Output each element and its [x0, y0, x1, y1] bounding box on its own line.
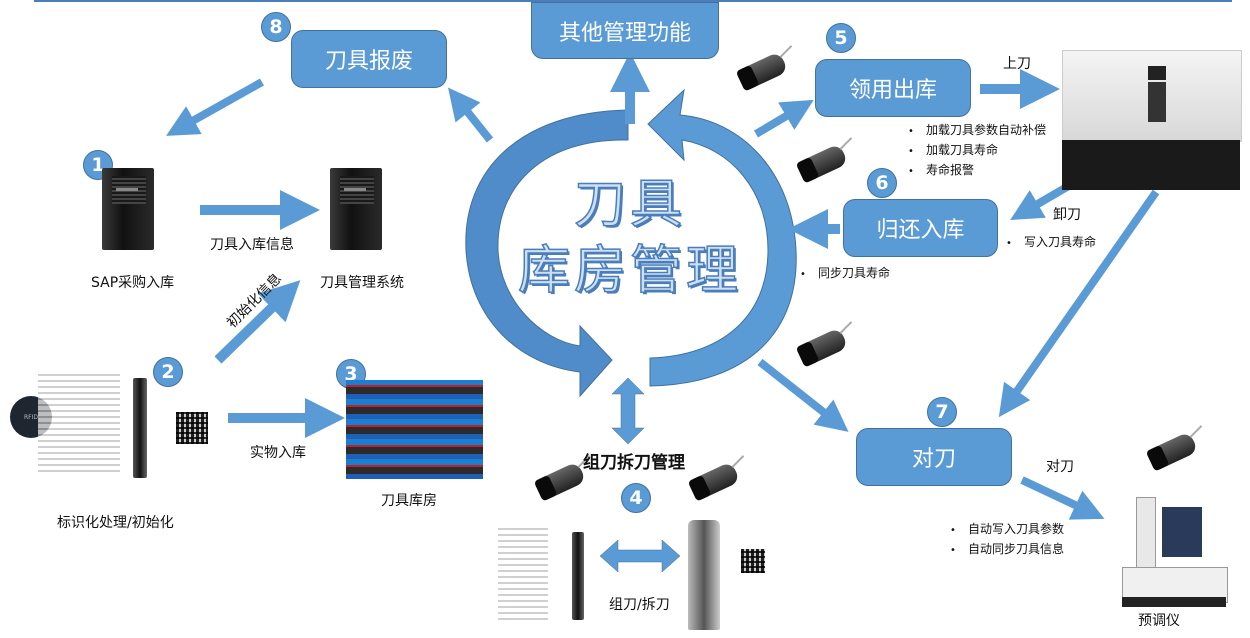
- bullet-item: 同步刀具寿命: [800, 264, 890, 284]
- arrow-center-to-issue: [753, 99, 814, 138]
- cycle-arrow-right: [647, 88, 797, 387]
- arrow-center-to-scrap: [448, 87, 494, 143]
- box-return-label: 归还入库: [876, 218, 965, 243]
- cutting-tool-icon: [572, 532, 584, 620]
- box-presetting-label: 对刀: [911, 447, 956, 472]
- step-badge-4: 4: [621, 483, 651, 513]
- double-arrow-horizontal: [599, 539, 681, 573]
- label-entry-info: 刀具入库信息: [210, 237, 294, 253]
- bullet-item: 加载刀具寿命: [908, 141, 1046, 161]
- step-badge-5: 5: [826, 23, 856, 53]
- tool-presetter-icon: [1122, 497, 1228, 607]
- bullet-item: 自动写入刀具参数: [950, 520, 1064, 540]
- label-sap: SAP采购入库: [91, 275, 175, 291]
- label-assemble: 组刀/拆刀: [609, 597, 670, 613]
- arrow-init-to-tms: [214, 280, 301, 364]
- bullet-item: 写入刀具寿命: [1006, 233, 1096, 253]
- cutting-tool-icon: [133, 378, 147, 478]
- qr-code-icon: [176, 412, 208, 444]
- arrow-scrap-to-sap: [166, 78, 264, 136]
- server-icon: [102, 168, 154, 250]
- box-other-label: 其他管理功能: [558, 20, 691, 46]
- double-arrow-vertical: [611, 377, 645, 445]
- box-issue-label: 领用出库: [848, 78, 937, 103]
- qr-code-icon: [741, 549, 765, 573]
- arrow-preset-to-presetter: [1020, 476, 1105, 520]
- label-tool-room: 刀具库房: [381, 493, 437, 509]
- arrow-machine-to-preset: [998, 189, 1160, 418]
- step-badge-6: 6: [867, 168, 897, 198]
- label-preset-action: 对刀: [1046, 459, 1074, 475]
- tool-spec-sheet: [38, 372, 120, 472]
- box-presetting[interactable]: 对刀: [856, 428, 1012, 486]
- label-tms: 刀具管理系统: [320, 275, 404, 291]
- center-title-line2: 库房管理: [517, 240, 742, 302]
- cnc-machine-icon: [1062, 30, 1242, 190]
- label-physical-entry: 实物入库: [250, 445, 306, 461]
- top-rule: [34, 0, 1232, 2]
- label-assembly-mgmt: 组刀拆刀管理: [583, 453, 685, 473]
- bullet-item: 加载刀具参数自动补偿: [908, 121, 1046, 141]
- bullet-item: 寿命报警: [908, 161, 1046, 181]
- server-icon: [330, 168, 382, 250]
- box-issue[interactable]: 领用出库: [815, 59, 971, 117]
- box-scrap-label: 刀具报废: [324, 49, 413, 74]
- label-identify: 标识化处理/初始化: [57, 515, 174, 531]
- step-badge-8: 8: [261, 12, 291, 42]
- label-unload-tool: 卸刀: [1053, 207, 1081, 223]
- bullet-item: 自动同步刀具信息: [950, 540, 1064, 560]
- box-scrap[interactable]: 刀具报废: [291, 30, 447, 88]
- box-return[interactable]: 归还入库: [843, 199, 998, 257]
- bullets-return: 同步刀具寿命: [800, 264, 890, 284]
- bullets-machine: 加载刀具参数自动补偿 加载刀具寿命 寿命报警: [908, 121, 1046, 181]
- center-title-line1: 刀具: [573, 174, 686, 236]
- arrow-center-to-preset: [757, 358, 849, 432]
- label-presetter: 预调仪: [1138, 613, 1180, 629]
- tool-holder-icon: [688, 520, 720, 630]
- bullets-unload: 写入刀具寿命: [1006, 233, 1096, 253]
- center-title: 刀具 库房管理: [500, 172, 760, 304]
- tool-spec-sheet: [498, 525, 548, 620]
- step-badge-1: 1: [83, 150, 113, 180]
- step-badge-7: 7: [927, 397, 957, 427]
- cycle-arrow-left: [465, 109, 629, 398]
- step-badge-2: 2: [153, 357, 183, 387]
- label-load-tool: 上刀: [1003, 56, 1031, 72]
- bullets-presetting: 自动写入刀具参数 自动同步刀具信息: [950, 520, 1064, 560]
- box-other-functions[interactable]: 其他管理功能: [531, 2, 719, 59]
- tool-storage-photo: [346, 380, 483, 479]
